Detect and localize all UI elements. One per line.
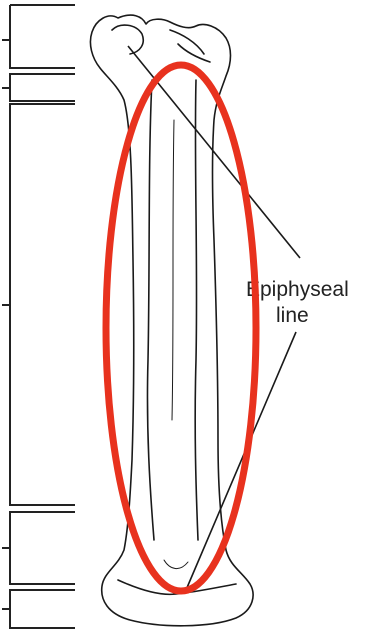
bracket-distal-metaphysis — [10, 512, 75, 584]
bracket-distal-epiphysis — [10, 590, 75, 628]
epiphyseal-label-line2: line — [276, 304, 309, 327]
bracket-proximal-metaphysis — [10, 74, 75, 101]
epiphyseal-label-line1: Epiphyseal — [246, 278, 349, 301]
region-brackets — [2, 5, 75, 628]
bracket-proximal-epiphysis — [10, 5, 75, 68]
bracket-diaphysis — [10, 104, 75, 505]
